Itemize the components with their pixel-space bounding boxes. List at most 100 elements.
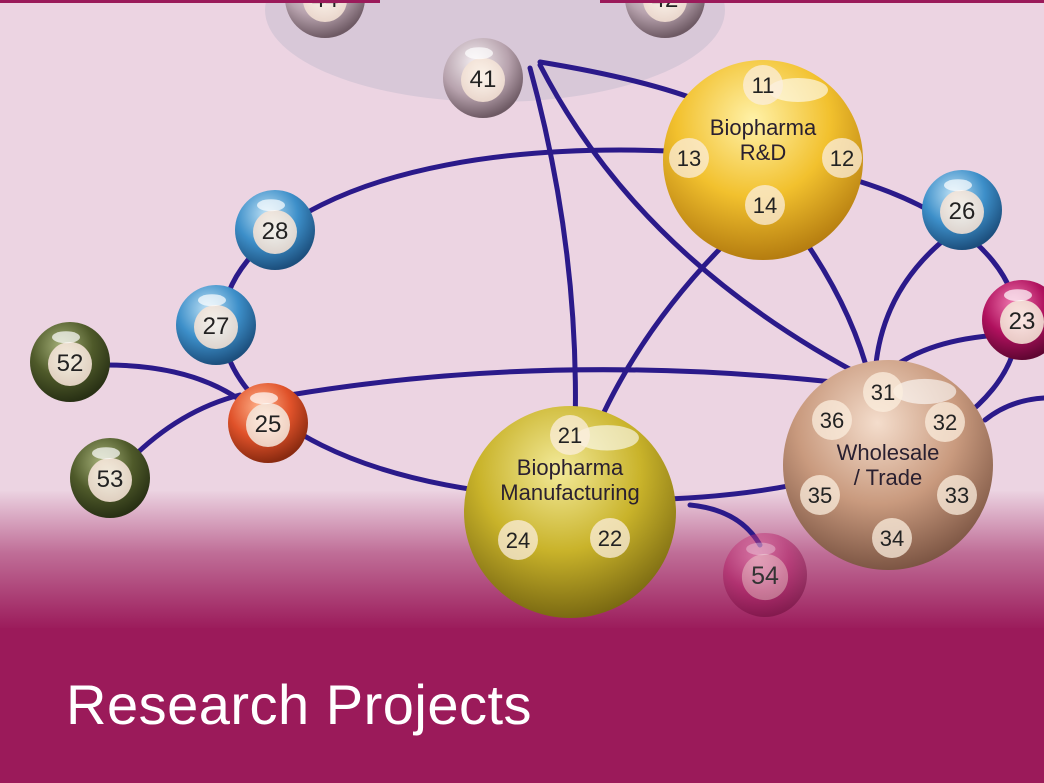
node-23[interactable]: 23 (982, 280, 1044, 360)
node-28[interactable]: 28 (235, 190, 315, 270)
node-label: 34 (880, 526, 904, 551)
title-banner (0, 628, 1044, 783)
node-label: 27 (203, 313, 230, 340)
number-disc (303, 0, 347, 22)
cluster-label-line2: R&D (740, 140, 786, 165)
node-label: 36 (820, 408, 844, 433)
cluster-label-line1: Biopharma (710, 115, 817, 140)
number-disc (590, 518, 630, 558)
cluster-label-line1: Wholesale (837, 440, 940, 465)
node-34[interactable]: 34 (872, 518, 912, 558)
node-52[interactable]: 52 (30, 322, 110, 402)
node-label: 42 (652, 0, 679, 13)
highlight (92, 447, 120, 460)
node-label: 22 (598, 526, 622, 551)
number-disc (669, 138, 709, 178)
highlight (198, 294, 226, 307)
number-disc (550, 415, 590, 455)
top-accent-left (0, 0, 380, 3)
sphere-icon (663, 60, 863, 260)
highlight (465, 47, 493, 60)
node-33[interactable]: 33 (937, 475, 977, 515)
node-53[interactable]: 53 (70, 438, 150, 518)
number-disc (194, 305, 238, 349)
node-label: 11 (752, 73, 775, 98)
node-label: 21 (558, 423, 582, 448)
node-14[interactable]: 14 (745, 185, 785, 225)
number-disc (88, 458, 132, 502)
highlight (1004, 289, 1032, 302)
highlight (768, 78, 828, 102)
number-disc (863, 372, 903, 412)
node-label: 26 (949, 198, 976, 225)
highlight (52, 331, 80, 344)
node-label: 33 (945, 483, 969, 508)
node-label: 13 (677, 146, 701, 171)
node-21[interactable]: 21 (550, 415, 590, 455)
cluster-label-line2: / Trade (854, 465, 922, 490)
node-label: 53 (97, 466, 124, 493)
highlight (893, 378, 957, 405)
node-label: 52 (57, 350, 84, 377)
node-label: 12 (830, 146, 854, 171)
number-disc (872, 518, 912, 558)
node-13[interactable]: 13 (669, 138, 709, 178)
node-36[interactable]: 36 (812, 400, 852, 440)
number-disc (461, 58, 505, 102)
link-trade-right (982, 395, 1044, 423)
node-label: 32 (933, 410, 957, 435)
cluster-label-line1: Biopharma (517, 455, 624, 480)
cluster-trade[interactable]: Wholesale/ Trade 31 32 33 34 35 36 (783, 360, 993, 570)
number-disc (498, 520, 538, 560)
number-disc (937, 475, 977, 515)
sphere-icon (464, 406, 676, 618)
link-25-31 (287, 367, 863, 398)
node-25[interactable]: 25 (228, 383, 308, 463)
node-44[interactable]: 44 (285, 0, 365, 38)
page-title[interactable]: Research Projects (66, 673, 533, 736)
node-label: 28 (262, 218, 289, 245)
node-24[interactable]: 24 (498, 520, 538, 560)
node-35[interactable]: 35 (800, 475, 840, 515)
number-disc (743, 65, 783, 105)
number-disc (643, 0, 687, 22)
highlight (250, 392, 278, 405)
node-31[interactable]: 31 (863, 372, 903, 412)
number-disc (1000, 300, 1044, 344)
highlight (746, 542, 776, 556)
link-53-25 (127, 392, 243, 463)
node-label: 24 (506, 528, 530, 553)
top-accent-right (600, 0, 1044, 3)
node-label: 41 (470, 66, 497, 93)
node-54[interactable]: 54 (723, 533, 807, 617)
number-disc (925, 402, 965, 442)
node-22[interactable]: 22 (590, 518, 630, 558)
number-disc (940, 190, 984, 234)
number-disc (800, 475, 840, 515)
node-42[interactable]: 42 (625, 0, 705, 38)
node-41[interactable]: 41 (443, 38, 523, 118)
cluster-label-line2: Manufacturing (500, 480, 639, 505)
node-label: 44 (312, 0, 339, 13)
link-52-25 (102, 362, 243, 403)
number-disc (48, 342, 92, 386)
node-label: 35 (808, 483, 832, 508)
node-12[interactable]: 12 (822, 138, 862, 178)
node-label: 54 (751, 562, 779, 590)
node-27[interactable]: 27 (176, 285, 256, 365)
node-11[interactable]: 11 (743, 65, 783, 105)
node-label: 31 (871, 380, 895, 405)
node-26[interactable]: 26 (922, 170, 1002, 250)
link-26-31 (872, 232, 953, 378)
number-disc (745, 185, 785, 225)
link-41-21 (527, 65, 578, 433)
number-disc (246, 403, 290, 447)
link-41-31 (537, 62, 873, 383)
node-label: 25 (255, 411, 282, 438)
node-32[interactable]: 32 (925, 402, 965, 442)
number-disc (822, 138, 862, 178)
node-label: 14 (753, 193, 777, 218)
